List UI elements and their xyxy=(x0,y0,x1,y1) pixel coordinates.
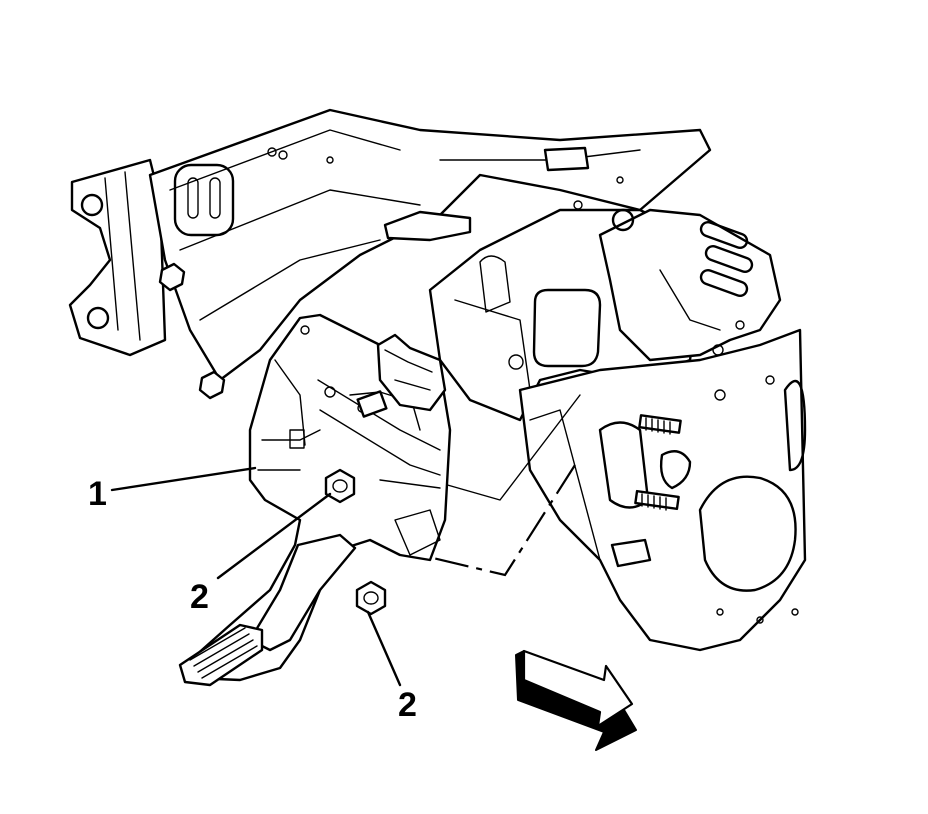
callout-2-label-lower: 2 xyxy=(398,686,417,724)
nut-lower xyxy=(355,580,387,616)
frame-bolts xyxy=(158,262,226,400)
forward-arrow-icon xyxy=(515,649,637,751)
firewall-panel xyxy=(518,328,807,652)
leader-lines xyxy=(110,466,402,687)
left-mounting-bracket xyxy=(68,158,167,357)
pedal-pad xyxy=(178,623,264,687)
nut-upper xyxy=(324,468,356,504)
cross-car-beam xyxy=(148,108,712,382)
brake-switch-connector xyxy=(356,333,447,418)
right-upper-bracket xyxy=(598,208,782,362)
mounting-studs xyxy=(634,414,682,511)
alignment-lines xyxy=(419,394,581,577)
callout-1-label: 1 xyxy=(88,475,107,513)
callout-2-label-upper: 2 xyxy=(190,578,209,616)
